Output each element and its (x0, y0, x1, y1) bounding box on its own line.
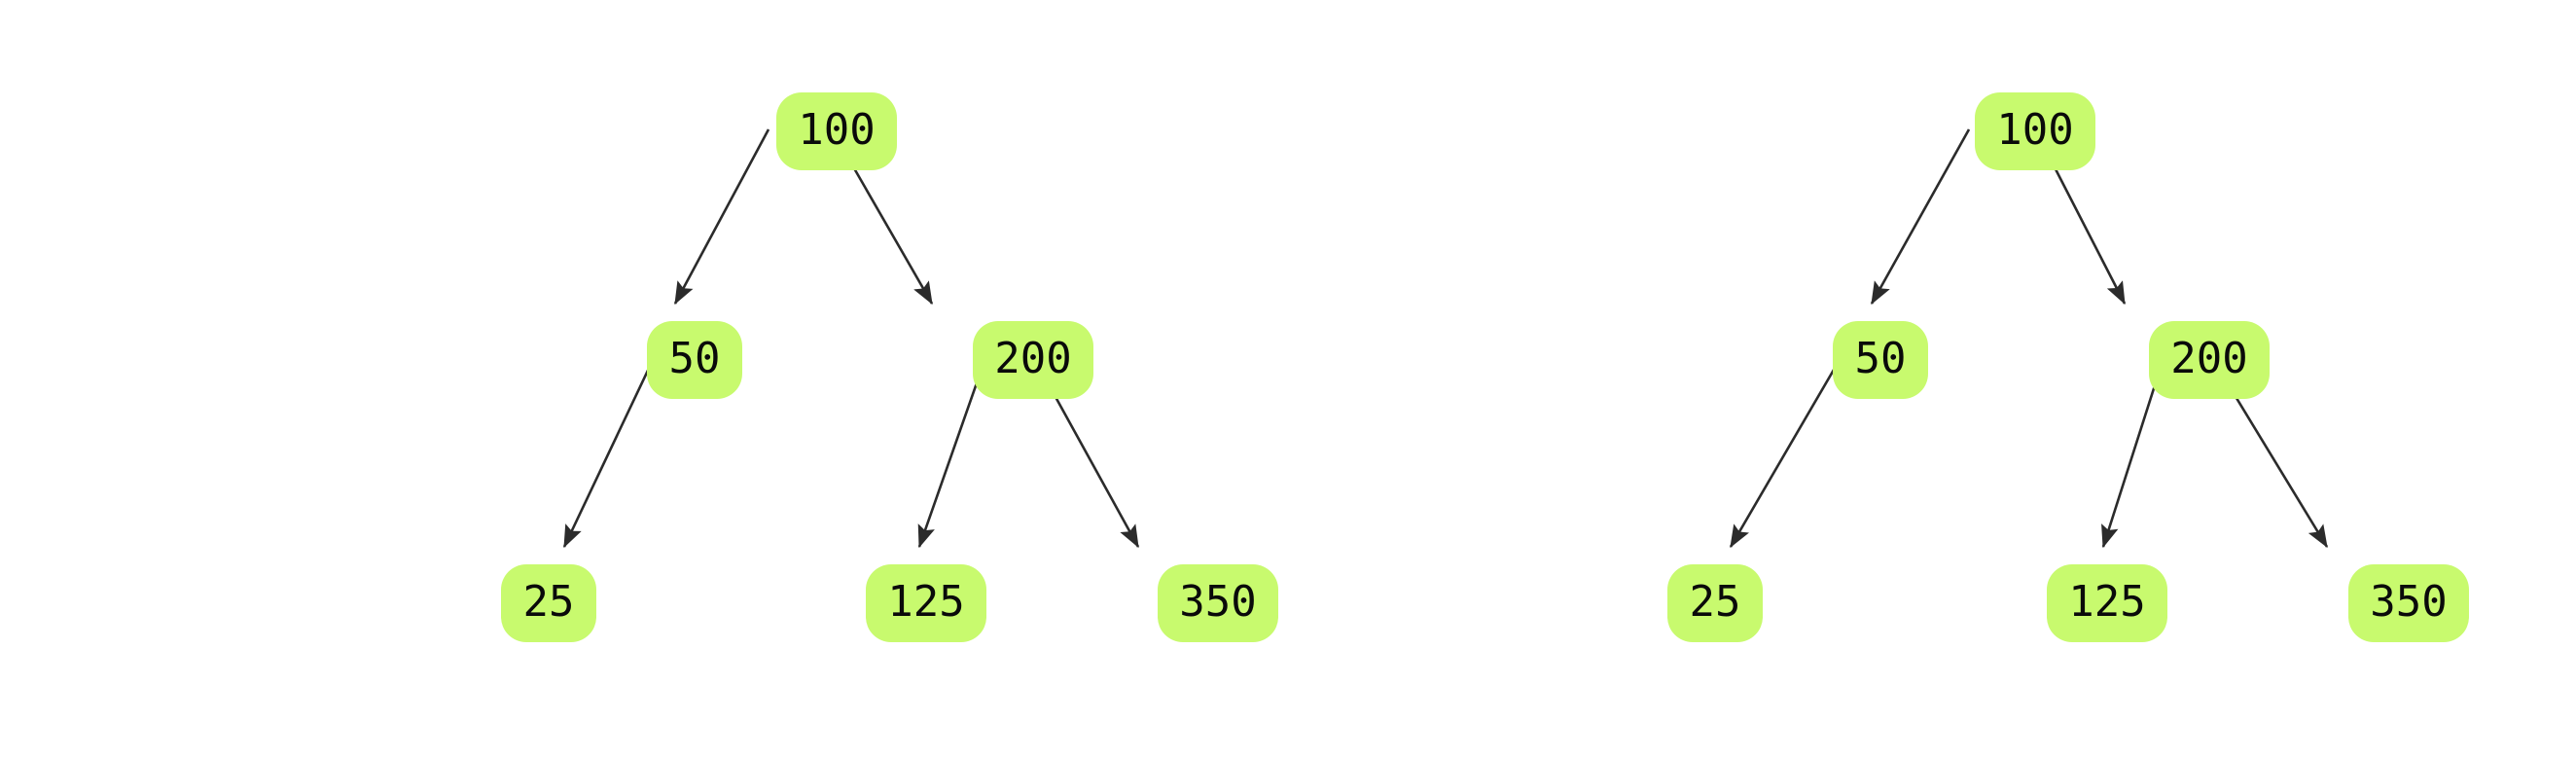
tree-node[interactable]: 100 (776, 92, 897, 170)
tree-node[interactable]: 125 (2047, 564, 2167, 642)
tree-node[interactable]: 200 (2149, 321, 2270, 399)
tree-node[interactable]: 25 (1667, 564, 1763, 642)
tree-node-label: 50 (1854, 334, 1907, 383)
tree-node-label: 125 (887, 577, 965, 627)
tree-node-label: 100 (798, 105, 876, 155)
tree-node-label: 200 (2170, 334, 2248, 383)
tree-edge (673, 128, 770, 306)
tree-node[interactable]: 50 (1833, 321, 1928, 399)
tree-node[interactable]: 50 (647, 321, 742, 399)
tree-node-label: 125 (2068, 577, 2146, 627)
tree-node[interactable]: 200 (973, 321, 1093, 399)
tree-node-label: 100 (1996, 105, 2074, 155)
tree-node-label: 200 (994, 334, 1072, 383)
tree-edge (1729, 357, 1843, 549)
tree-node-label: 350 (1179, 577, 1257, 627)
tree-node-label: 25 (522, 577, 575, 627)
tree-node[interactable]: 125 (866, 564, 986, 642)
tree-right: 100 50 200 25 125 350 (1288, 0, 2576, 757)
edge-layer (1729, 128, 2329, 549)
tree-node[interactable]: 350 (1158, 564, 1278, 642)
tree-node-label: 50 (668, 334, 721, 383)
tree-edge (1870, 128, 1971, 306)
tree-node[interactable]: 25 (501, 564, 596, 642)
edge-layer (562, 128, 1140, 549)
tree-left: 100 50 200 25 125 350 (501, 92, 1278, 642)
tree-node-label: 25 (1689, 577, 1741, 627)
tree-node-label: 350 (2370, 577, 2448, 627)
tree-node[interactable]: 100 (1975, 92, 2095, 170)
tree-node[interactable]: 350 (2348, 564, 2469, 642)
tree-edge (562, 357, 656, 549)
